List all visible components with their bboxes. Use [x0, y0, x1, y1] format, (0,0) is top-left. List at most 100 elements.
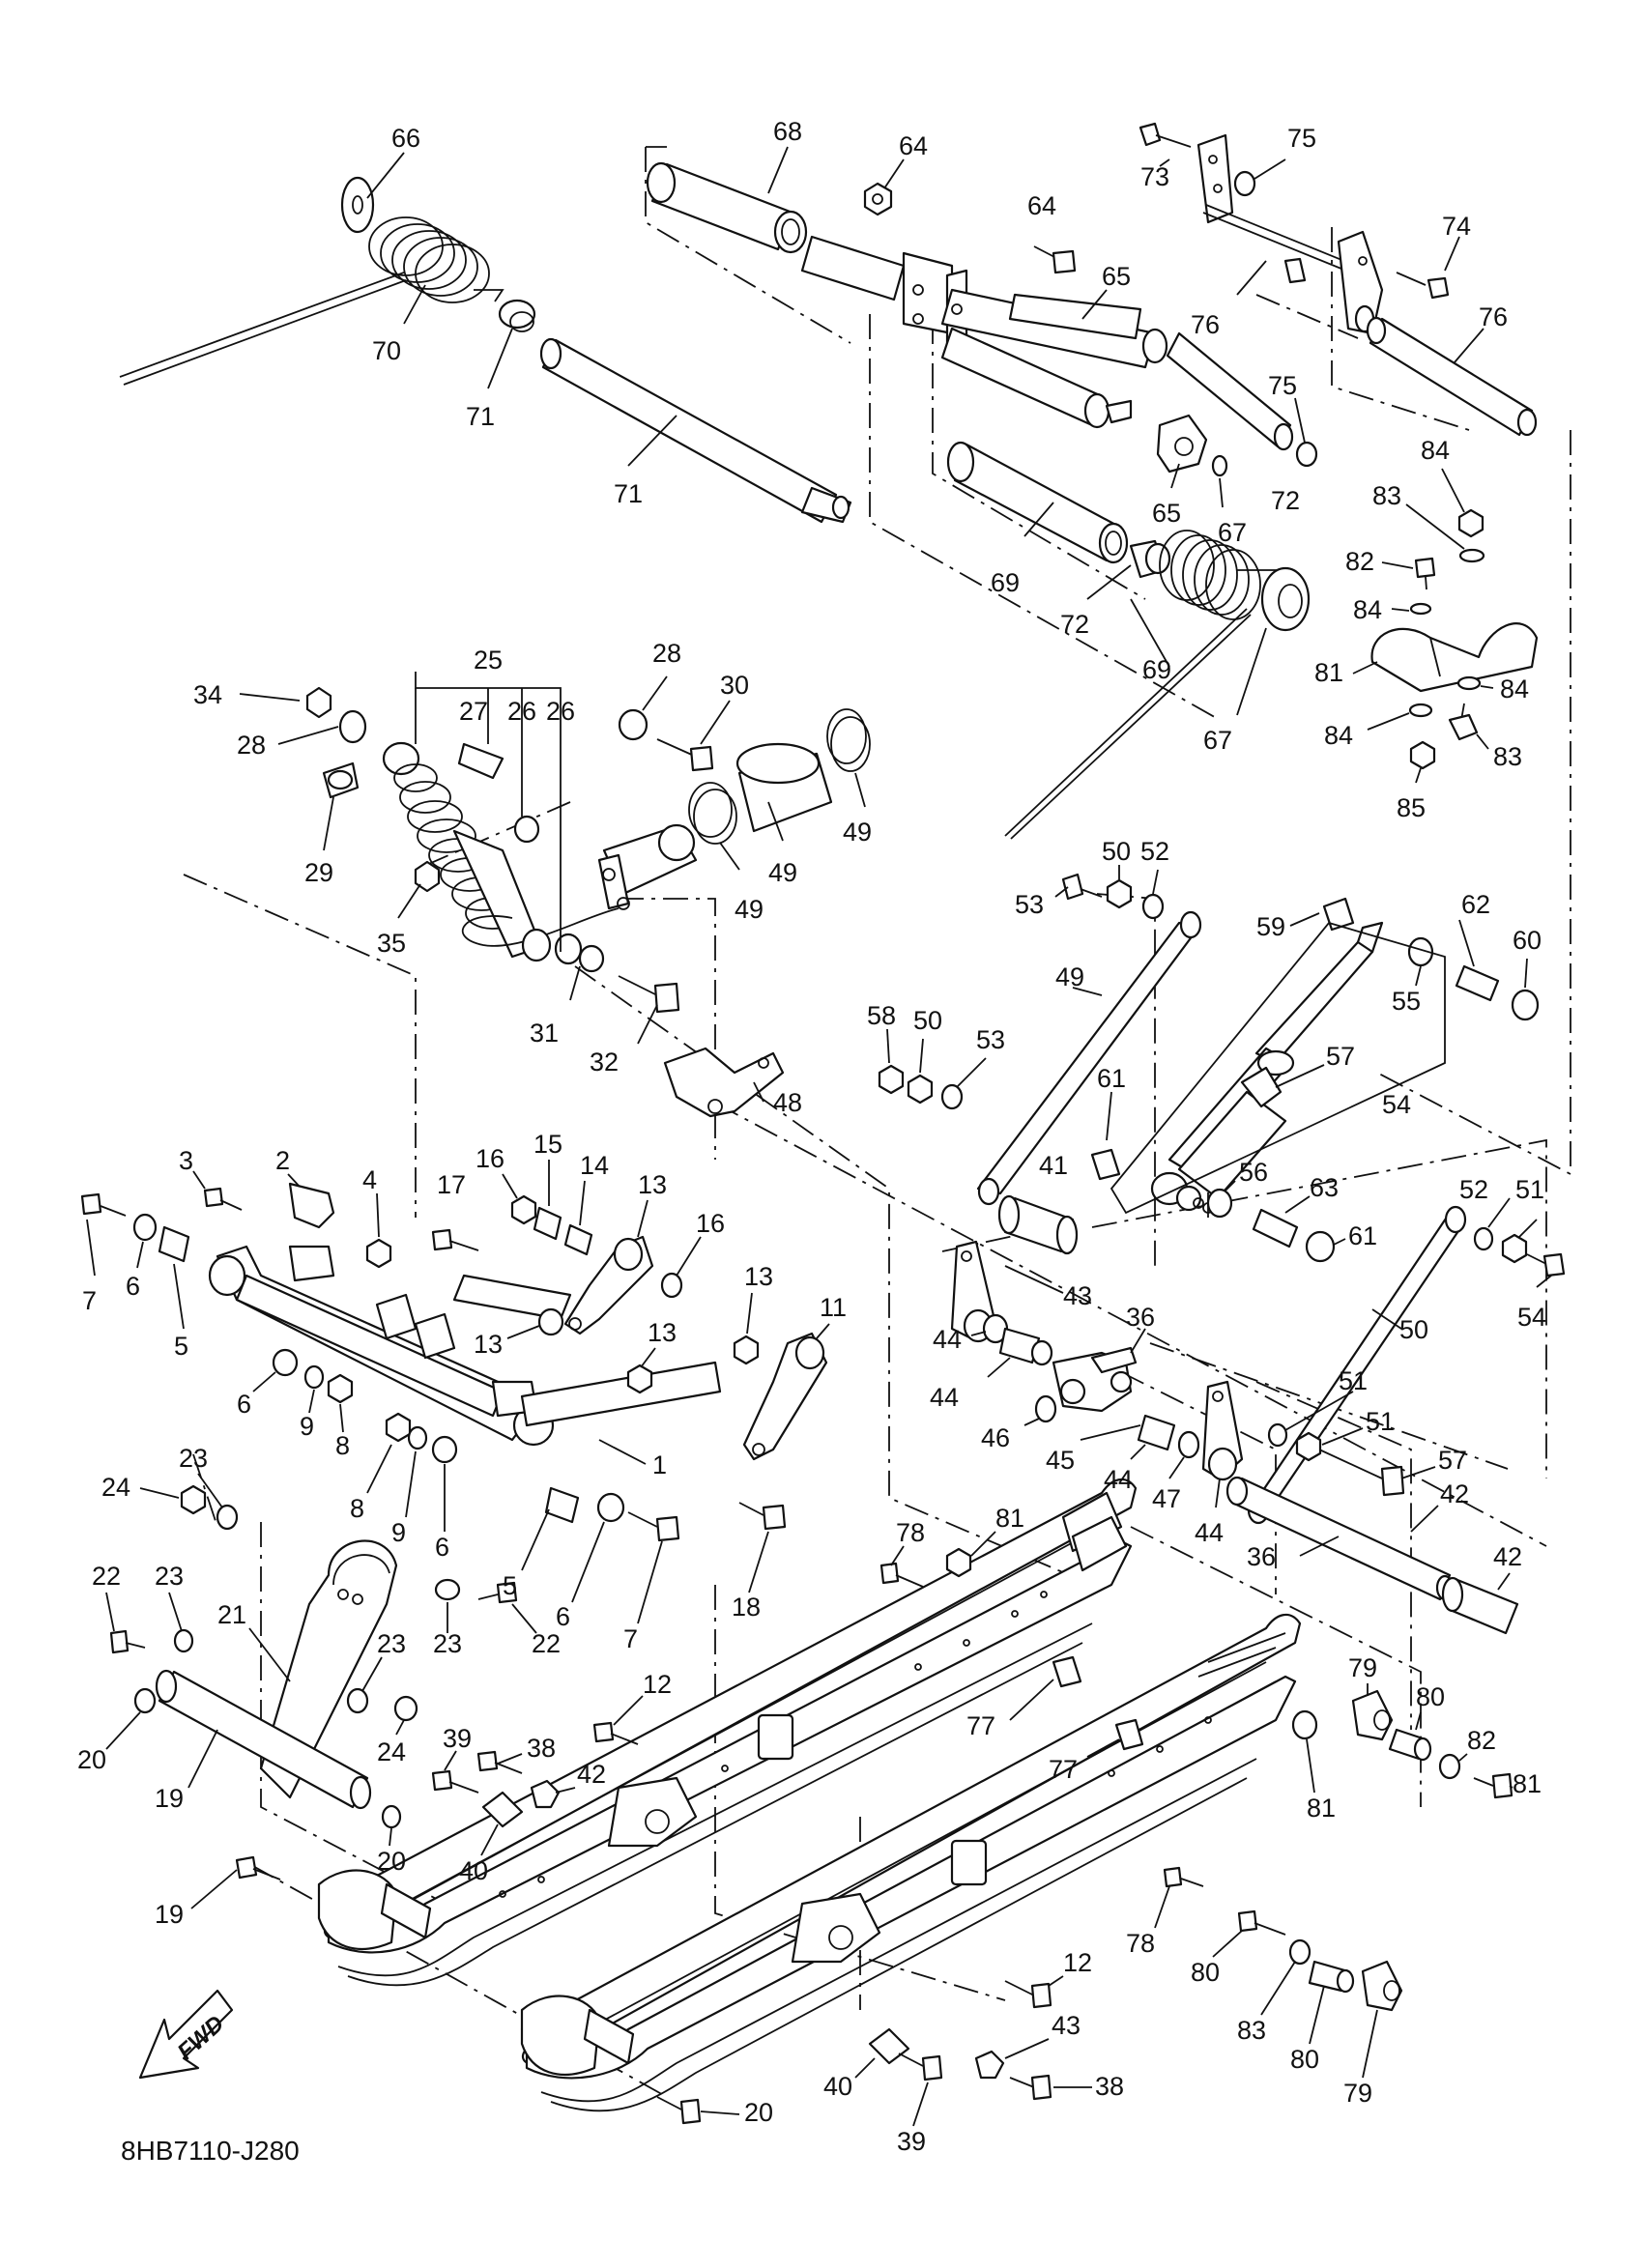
bracket-73: [1196, 133, 1362, 284]
callout-9-right: 9: [391, 1518, 406, 1547]
bolt-37-top: [431, 1769, 479, 1794]
plate-38-bottom: [868, 2027, 910, 2065]
callout-27: 27: [459, 697, 488, 726]
callout-65-top: 68: [773, 117, 802, 146]
shaft-65-top: [646, 161, 808, 254]
arm-42-right: [1201, 1380, 1244, 1481]
washer-84-b: [1409, 602, 1432, 616]
collar-31: [554, 933, 605, 973]
nut-8-right: [385, 1412, 412, 1443]
callout-15: 15: [533, 1130, 562, 1159]
washer-50-mid: [940, 1083, 964, 1110]
callout-78-top: 80: [1416, 1682, 1445, 1711]
callout-70: 72: [1271, 486, 1300, 515]
nut-8-left: [327, 1373, 354, 1404]
callout-78-bottom: 80: [1290, 2045, 1319, 2074]
front-arm-assembly: [80, 1182, 828, 1542]
callout-26-left: 26: [507, 697, 536, 726]
nut-49-right: [1501, 1233, 1528, 1264]
callout-75-left: 77: [966, 1711, 995, 1740]
callout-20-left: 20: [77, 1745, 106, 1774]
bolt-83-bottom: [1448, 703, 1479, 741]
collar-57-right-top: [1511, 989, 1540, 1021]
nut-16-right: [660, 1272, 683, 1299]
callout-6-left: 6: [237, 1390, 251, 1419]
clamp-47-right: [826, 708, 871, 772]
callout-4: 4: [362, 1165, 377, 1194]
callout-47-right: 49: [843, 818, 872, 847]
callout-22-left: 22: [92, 1562, 121, 1591]
callout-49-axle: 51: [1366, 1407, 1395, 1436]
runner-block-right: [520, 1995, 635, 2076]
callout-82: 81: [1314, 658, 1343, 687]
washer-23-b: [173, 1628, 194, 1653]
callout-68: 71: [614, 479, 643, 508]
callout-8-right: 8: [350, 1494, 364, 1523]
bolt-79-top: [1473, 1772, 1513, 1799]
callout-1: 1: [652, 1450, 667, 1479]
rear-shock-absorber: [1090, 897, 1540, 1263]
callout-58-bottom: 63: [1310, 1173, 1339, 1202]
callout-72-top: 75: [1287, 124, 1316, 153]
callout-23-c: 23: [433, 1629, 462, 1658]
callout-71-top: 73: [1140, 162, 1169, 191]
bolt-17-bottom: [738, 1502, 787, 1531]
collar-39-top: [997, 1194, 1079, 1255]
callout-3: 3: [179, 1146, 193, 1175]
callout-76-top: 78: [896, 1518, 925, 1547]
callout-84-a: 83: [1372, 481, 1401, 510]
damper-unit: [597, 823, 698, 910]
bracket-10: [742, 1332, 828, 1461]
rod-48-upper: [976, 910, 1202, 1206]
bolt-36-bottom: [1009, 2074, 1052, 2101]
bolt-12-bottom: [1004, 1980, 1052, 2009]
bolt-17-top: [431, 1228, 479, 1251]
callout-75-right: 77: [1049, 1755, 1078, 1784]
collar-28-right: [618, 708, 649, 741]
callout-59: 64: [1027, 191, 1056, 220]
callout-64-right: 67: [1203, 726, 1232, 755]
callout-8-left: 8: [335, 1431, 350, 1460]
callout-20-right: 20: [377, 1847, 406, 1876]
slide-rail-lower: [520, 1613, 1302, 2112]
collar-53-top: [1407, 936, 1434, 967]
bushing-6-top: [132, 1213, 158, 1242]
bolt-59: [1033, 245, 1077, 274]
bolt-36-top: [476, 1750, 523, 1774]
shaft-65-lower: [946, 441, 1129, 564]
collar-69-left: [498, 299, 536, 332]
collar-5-bottom: [544, 1486, 580, 1524]
callout-21: 21: [217, 1600, 246, 1629]
callout-39-top: 41: [1039, 1151, 1068, 1180]
callout-67: 70: [372, 336, 401, 365]
callout-57-left: 61: [1097, 1064, 1126, 1093]
callout-79-top: 81: [1513, 1769, 1542, 1798]
callout-50-mid: 53: [976, 1025, 1005, 1054]
callout-62: 65: [1152, 499, 1181, 528]
callout-2: 2: [275, 1146, 290, 1175]
nut-13-left: [537, 1307, 564, 1336]
callout-60: 64: [899, 131, 928, 160]
collar-44-b: [1030, 1339, 1053, 1366]
nut-85-top: [1457, 508, 1484, 538]
callout-85-top: 84: [1421, 436, 1450, 465]
bolt-22-right: [477, 1581, 518, 1604]
callout-6-right: 6: [435, 1533, 449, 1562]
callout-84-b: 84: [1353, 595, 1382, 624]
callout-50-far-right: 52: [1459, 1175, 1488, 1204]
bolt-55: [1318, 1449, 1405, 1497]
callout-24-top: 24: [101, 1473, 130, 1502]
callout-44-c: 46: [981, 1423, 1010, 1452]
stopper-assembly: [1139, 122, 1538, 468]
bolt-51-right: [1526, 1252, 1566, 1278]
callout-24-bottom: 24: [377, 1737, 406, 1766]
callout-66: 69: [1142, 655, 1171, 684]
bolt-30: [656, 738, 714, 772]
nut-24-bottom: [393, 1695, 418, 1722]
clip-2: [288, 1182, 335, 1229]
callout-74: 76: [1479, 302, 1508, 331]
callout-13-center: 13: [648, 1318, 677, 1347]
callout-51-top: 53: [1015, 890, 1044, 919]
collar-43-right: [1137, 1414, 1176, 1451]
callout-84-d: 84: [1324, 721, 1353, 750]
